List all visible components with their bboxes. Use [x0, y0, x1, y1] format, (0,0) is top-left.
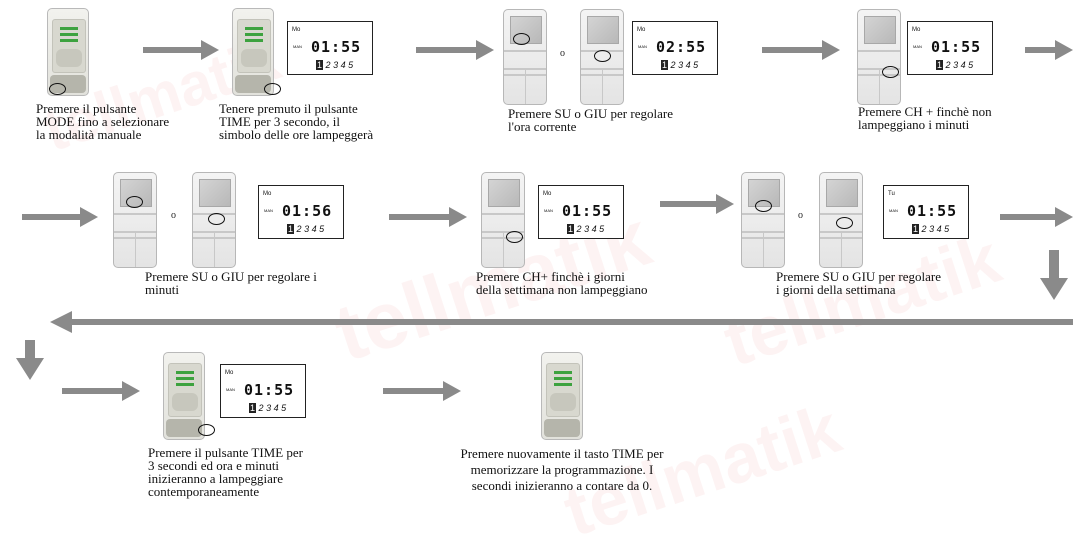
up-button-highlight: [513, 33, 530, 45]
thermostat: [857, 9, 901, 105]
return-arrow: [50, 311, 1073, 333]
ch-plus-button-highlight: [506, 231, 523, 243]
down-button-highlight: [594, 50, 611, 62]
or-connector: o: [560, 48, 565, 59]
up-button-highlight: [126, 196, 143, 208]
up-button-highlight: [755, 200, 772, 212]
thermostat: [481, 172, 525, 268]
down-button-highlight: [208, 213, 225, 225]
or-connector: o: [171, 210, 176, 221]
down-arrow: [16, 340, 44, 380]
time-button-highlight: [198, 424, 215, 436]
ch-plus-button-highlight: [882, 66, 899, 78]
setup-diagram: tellmatik tellmatik tellmatik tellmatik …: [16, 8, 1073, 551]
thermostat-open: [47, 8, 89, 96]
or-connector: o: [798, 210, 803, 221]
thermostat-open: [163, 352, 205, 440]
down-arrow: [1040, 250, 1068, 300]
thermostat: [503, 9, 547, 105]
thermostat-open: [541, 352, 583, 440]
thermostat: [113, 172, 157, 268]
mode-button-highlight: [49, 83, 66, 95]
thermostat: [741, 172, 785, 268]
down-button-highlight: [836, 217, 853, 229]
thermostat-open: [232, 8, 274, 96]
time-button-highlight: [264, 83, 281, 95]
